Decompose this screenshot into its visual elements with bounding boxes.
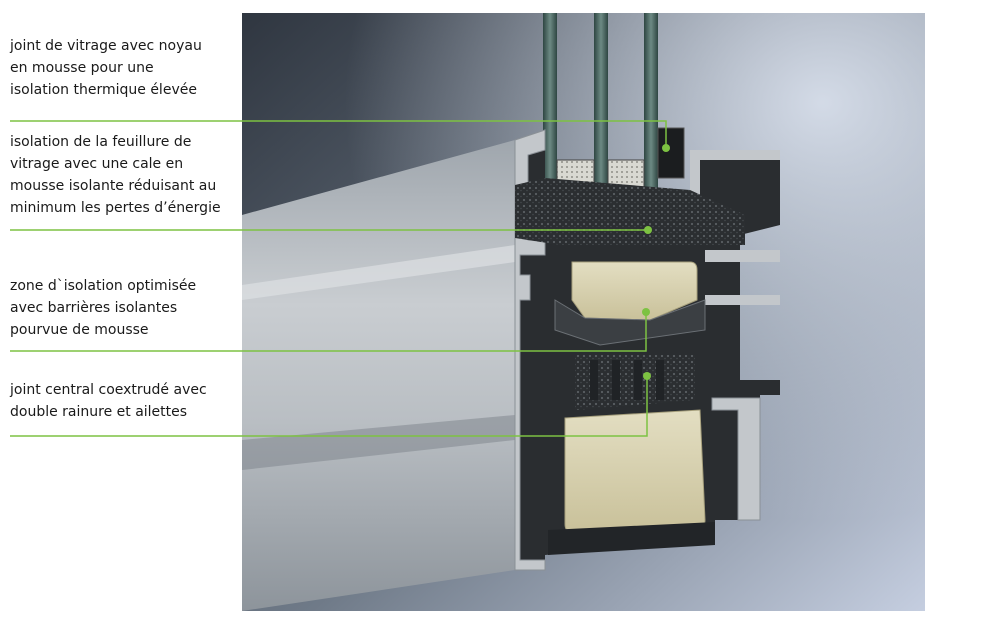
leader-line-glazing-joint bbox=[10, 120, 667, 148]
sash-aluminium-right bbox=[690, 150, 780, 198]
central-seal-fins bbox=[590, 360, 664, 400]
leader-line-central-seal bbox=[10, 376, 648, 437]
leader-lines bbox=[10, 120, 667, 437]
glass-pane-outer bbox=[543, 13, 557, 193]
glazing-gasket bbox=[657, 127, 685, 179]
leader-line-insulation-zone bbox=[10, 312, 647, 352]
glass-pane-middle bbox=[594, 13, 608, 193]
rebate-foam-block bbox=[515, 178, 745, 245]
sash-aluminium-mid-2 bbox=[705, 295, 780, 305]
frame-bottom-barrier bbox=[548, 522, 715, 555]
callout-rebate-insulation: isolation de la feuillure de vitrage ave… bbox=[10, 134, 221, 216]
leader-dots bbox=[642, 144, 670, 380]
frame-aluminium-right bbox=[711, 397, 761, 521]
frame-insulation-foam bbox=[564, 409, 706, 533]
leader-dot-glazing-joint bbox=[662, 144, 670, 152]
thermal-barrier-upper bbox=[554, 299, 706, 346]
sash-aluminium-mid bbox=[705, 250, 780, 262]
callout-glazing-joint: joint de vitrage avec noyau en mousse po… bbox=[10, 38, 202, 98]
leader-dot-rebate-insulation bbox=[644, 226, 652, 234]
callout-insulation-zone: zone d`isolation optimisée avec barrière… bbox=[10, 278, 197, 338]
glass-pane-inner bbox=[644, 13, 658, 193]
callout-central-seal: joint central coextrudé avec double rain… bbox=[10, 382, 207, 420]
profile-extrusion-face bbox=[242, 140, 515, 611]
profile-extrusion-shadow bbox=[242, 415, 515, 470]
leader-dot-central-seal bbox=[643, 372, 651, 380]
profile-extrusion-highlight bbox=[242, 245, 515, 300]
leader-dot-insulation-zone bbox=[642, 308, 650, 316]
